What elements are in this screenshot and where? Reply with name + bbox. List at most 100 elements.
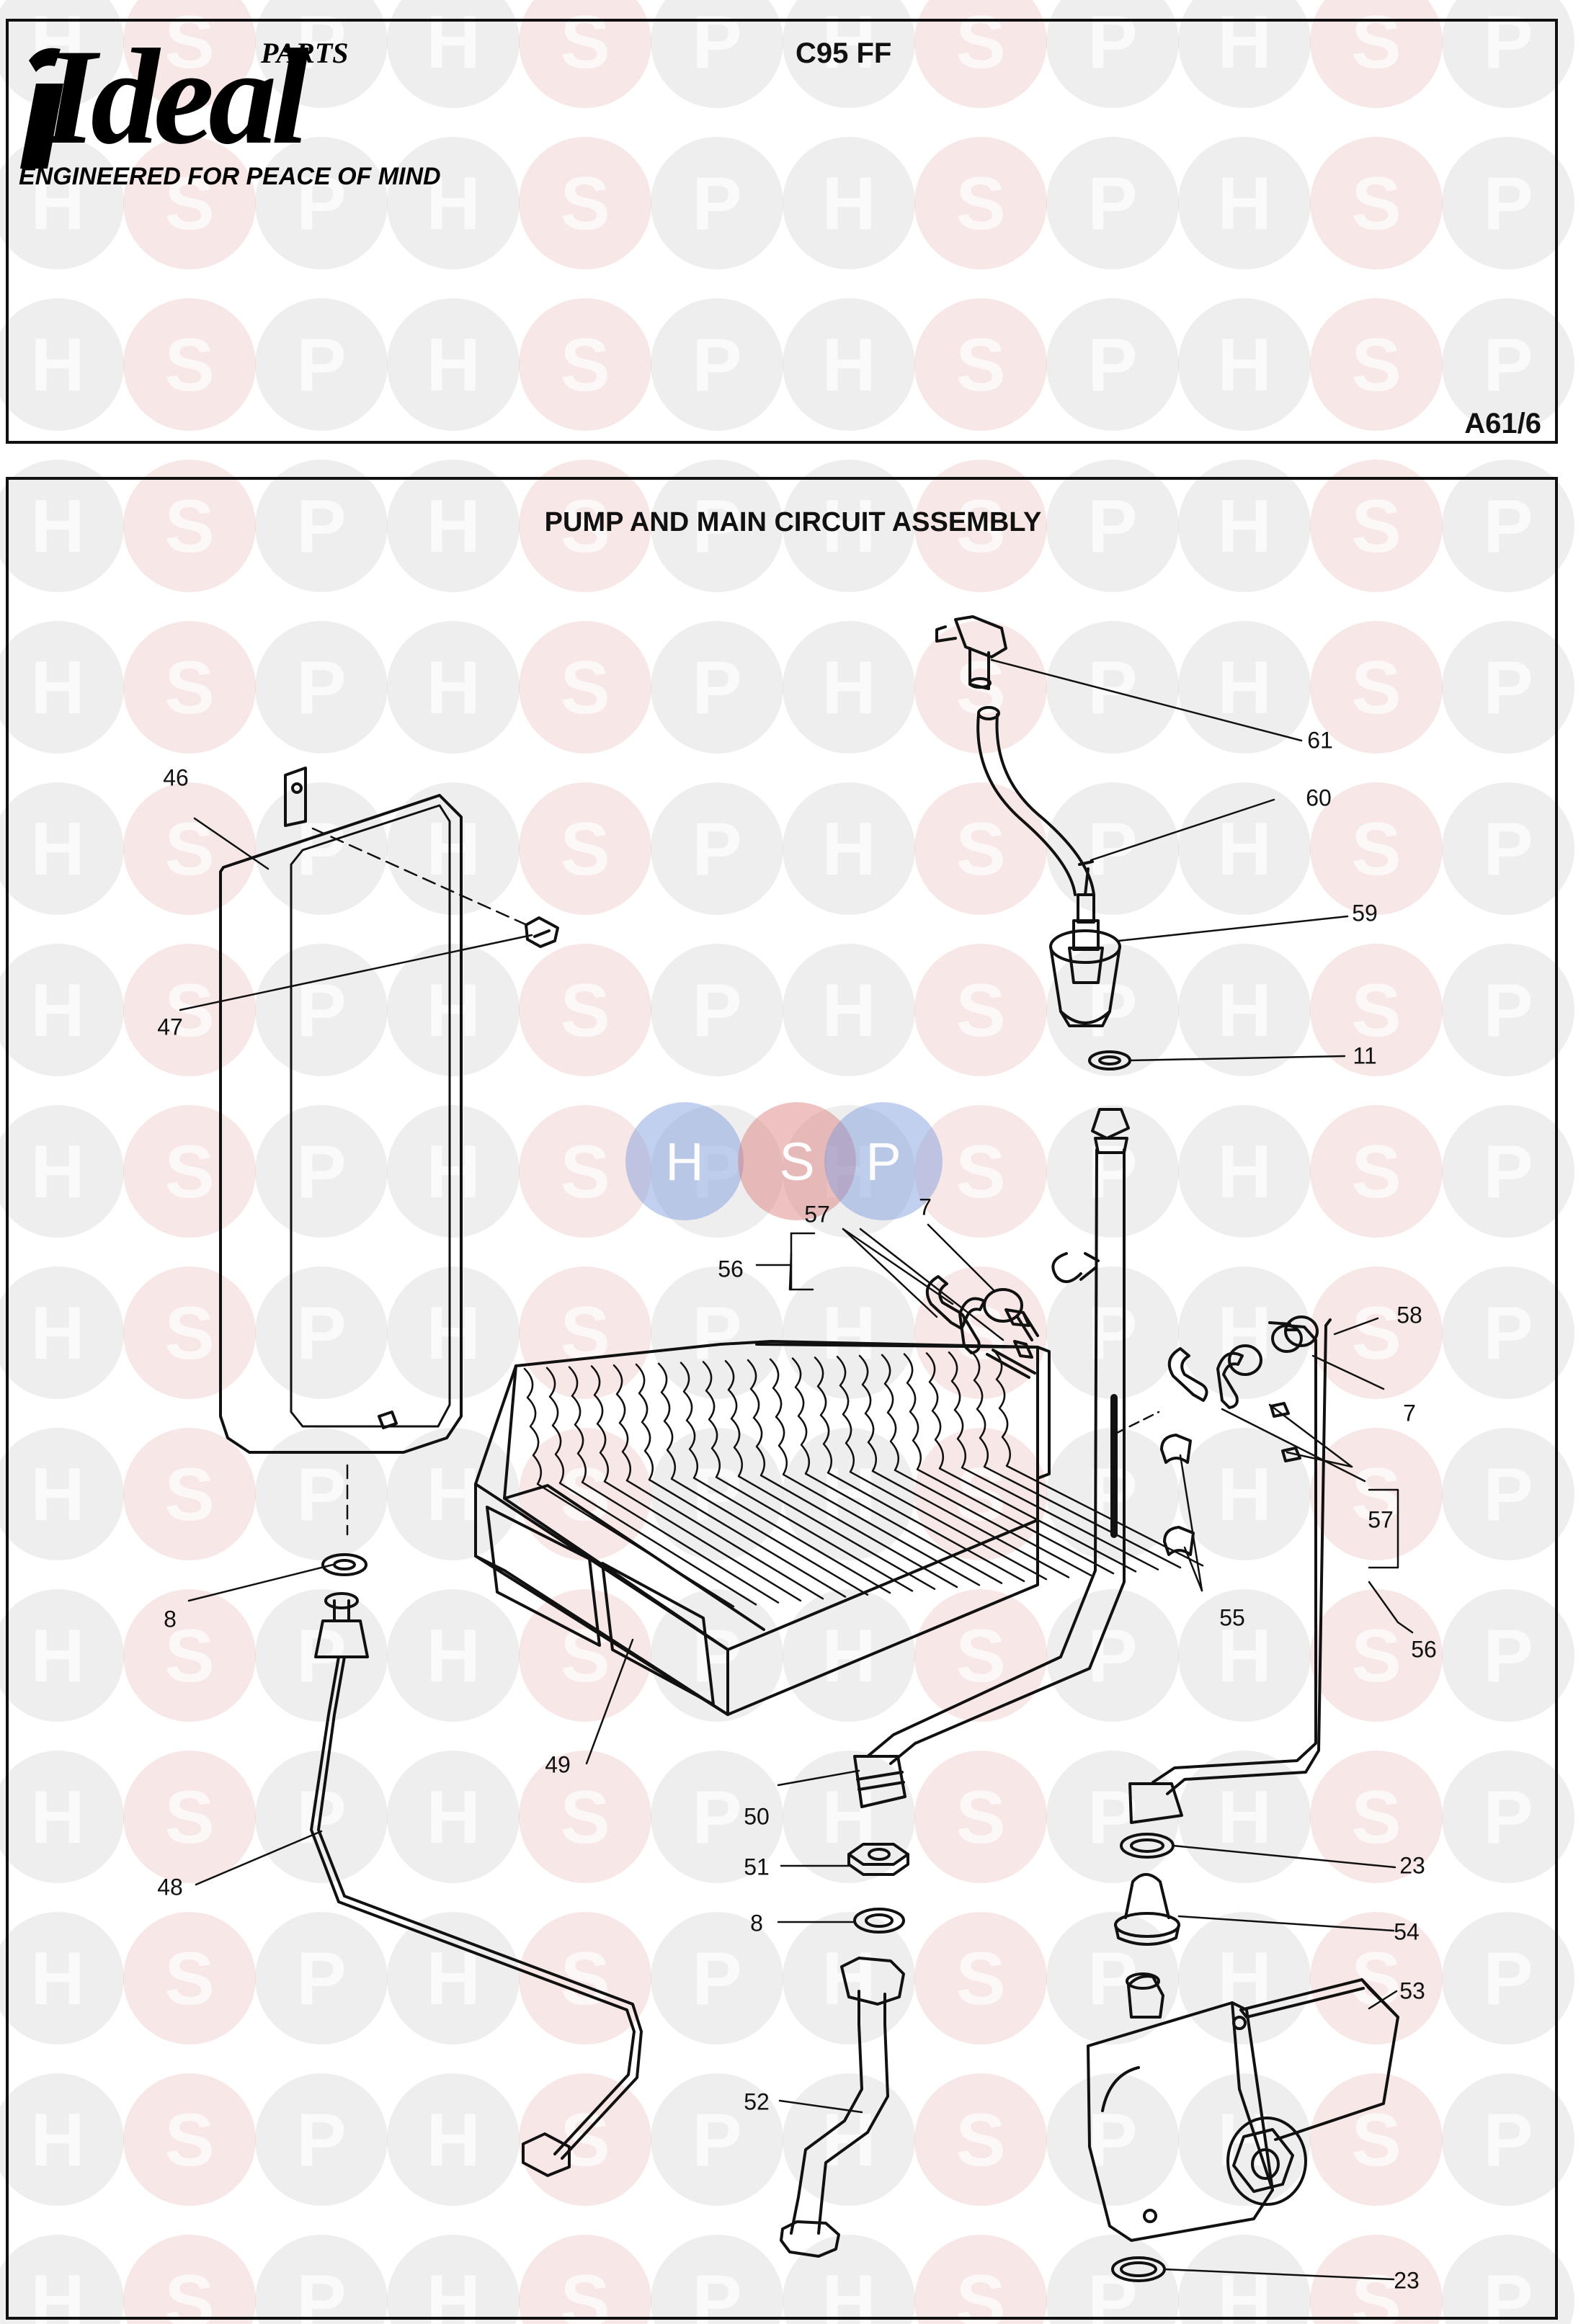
watermark-letter: P xyxy=(692,969,741,1052)
watermark-letter: H xyxy=(426,162,480,246)
watermark-badge: S xyxy=(519,137,651,269)
watermark-badge: P xyxy=(1442,1105,1574,1238)
watermark-letter: P xyxy=(692,1292,741,1375)
watermark-letter: S xyxy=(955,1130,1005,1214)
watermark-badge: S xyxy=(1310,137,1443,269)
watermark-letter: H xyxy=(30,969,84,1052)
watermark-letter: H xyxy=(1217,1614,1271,1698)
fin xyxy=(657,1362,869,1596)
watermark-letter: S xyxy=(1351,1776,1401,1859)
watermark-letter: S xyxy=(1351,323,1401,407)
callout-46: 46 xyxy=(163,764,189,791)
watermark-badge: S xyxy=(123,1266,256,1399)
watermark-badge: P xyxy=(1442,782,1574,915)
watermark-letter: S xyxy=(955,1,1005,84)
watermark-badge: S xyxy=(914,1105,1047,1238)
fin xyxy=(747,1359,958,1588)
watermark-badge: P xyxy=(255,1912,388,2044)
watermark-badge: S xyxy=(519,621,651,754)
watermark-letter: H xyxy=(426,1,480,84)
watermark-badge: S xyxy=(1310,1589,1443,1722)
watermark-badge: H xyxy=(0,782,124,915)
callout-54: 54 xyxy=(1394,1918,1420,1945)
watermark-letter: H xyxy=(821,323,876,407)
watermark-badge: S xyxy=(914,782,1047,915)
callout-56-left: 56 xyxy=(718,1256,744,1282)
callout-48: 48 xyxy=(157,1874,183,1900)
watermark-letter: S xyxy=(1351,162,1401,246)
fin xyxy=(568,1366,780,1604)
watermark-letter: P xyxy=(692,2260,741,2324)
brand-superscript: PARTS xyxy=(261,37,349,69)
fin xyxy=(925,1352,1137,1573)
watermark-badge: P xyxy=(255,1105,388,1238)
watermark-badge: P xyxy=(651,782,783,915)
watermark-badge: P xyxy=(651,1105,783,1238)
leader-lines xyxy=(179,658,1414,2281)
watermark-badge: H xyxy=(0,460,124,592)
watermark-badge: P xyxy=(1442,1428,1574,1560)
callout-7-right: 7 xyxy=(1403,1400,1416,1426)
fin xyxy=(769,1358,981,1586)
watermark-letter: H xyxy=(30,808,84,891)
watermark-badge: S xyxy=(519,0,651,108)
watermark-badge: H xyxy=(1178,621,1311,754)
watermark-letter: H xyxy=(30,1,84,84)
watermark-letter: H xyxy=(30,2260,84,2324)
watermark-letter: P xyxy=(296,162,346,246)
watermark-badge: H xyxy=(0,137,124,269)
watermark-badge: P xyxy=(1442,621,1574,754)
watermark-letter: H xyxy=(821,969,876,1052)
watermark-letter: H xyxy=(821,1937,876,2021)
watermark-badge: S xyxy=(123,1589,256,1722)
watermark-badge: S xyxy=(914,944,1047,1076)
callout-53: 53 xyxy=(1399,1977,1425,2004)
watermark-badge: P xyxy=(651,298,783,431)
watermark-badge: S xyxy=(1310,1266,1443,1399)
watermark-letter: P xyxy=(296,1937,346,2021)
header-frame xyxy=(6,19,1558,444)
watermark-badge: H xyxy=(1178,0,1311,108)
watermark-badge: H xyxy=(1178,2073,1311,2206)
watermark-letter: H xyxy=(30,2099,84,2182)
watermark-letter: P xyxy=(296,2260,346,2324)
watermark-badge: H xyxy=(783,1105,915,1238)
watermark-badge: P xyxy=(1442,0,1574,108)
watermark-badge: P xyxy=(651,621,783,754)
watermark-letter: P xyxy=(296,1292,346,1375)
watermark-letter: H xyxy=(426,1453,480,1537)
watermark-letter: S xyxy=(1351,1130,1401,1214)
watermark-letter: H xyxy=(426,2099,480,2182)
watermark-letter: P xyxy=(692,162,741,246)
watermark-letter: P xyxy=(1483,323,1533,407)
watermark-badge: S xyxy=(1310,944,1443,1076)
watermark-letter: S xyxy=(955,323,1005,407)
watermark-letter: P xyxy=(1483,2260,1533,2324)
watermark-letter: H xyxy=(821,646,876,730)
watermark-letter: S xyxy=(164,2260,214,2324)
watermark-letter: P xyxy=(692,646,741,730)
watermark-letter: S xyxy=(1351,485,1401,568)
watermark-letter: S xyxy=(955,485,1005,568)
watermark-letter: S xyxy=(560,485,610,568)
watermark-letter: H xyxy=(426,808,480,891)
watermark-badge: S xyxy=(519,782,651,915)
watermark-letter: H xyxy=(821,485,876,568)
watermark-badge: S xyxy=(519,298,651,431)
fin xyxy=(903,1353,1115,1575)
fin xyxy=(836,1355,1048,1581)
watermark-letter: S xyxy=(560,162,610,246)
watermark-badge: H xyxy=(0,1105,124,1238)
watermark-letter: H xyxy=(1217,1,1271,84)
watermark-letter: P xyxy=(692,808,741,891)
watermark-letter: P xyxy=(296,1130,346,1214)
watermark-letter: H xyxy=(426,1614,480,1698)
watermark-badge: H xyxy=(0,0,124,108)
watermark-letter: P xyxy=(1087,323,1137,407)
watermark-badge: H xyxy=(387,2235,520,2324)
heat-exchanger xyxy=(474,1340,1051,1716)
svg-text:H: H xyxy=(665,1132,703,1192)
watermark-letter: H xyxy=(30,485,84,568)
watermark-letter: H xyxy=(426,1292,480,1375)
watermark-letter: S xyxy=(560,646,610,730)
